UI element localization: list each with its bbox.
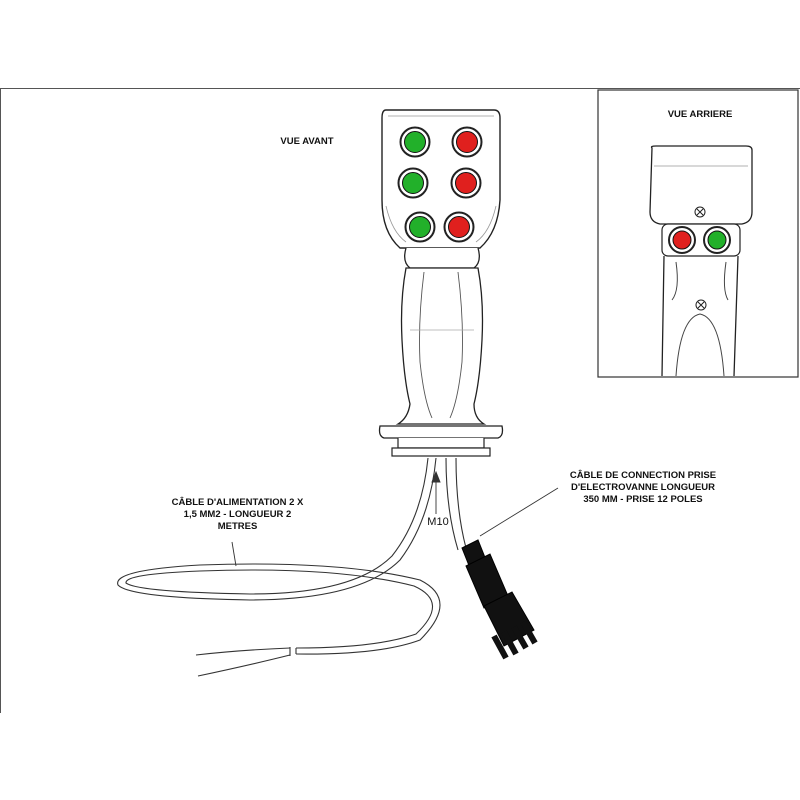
power-cable-label-line-2: 1,5 MM2 - LONGUEUR 2 [183, 509, 292, 520]
power-wire-2 [197, 654, 291, 677]
connector-12-poles [461, 539, 538, 660]
front-green-button-5 [409, 216, 431, 238]
frame-top-border [0, 88, 800, 89]
power-cable-sheath-end [289, 647, 297, 656]
connection-cable-label: CÂBLE DE CONNECTION PRISE D'ELECTROVANNE… [548, 470, 738, 506]
connector-pins [491, 620, 538, 660]
front-grip [395, 267, 487, 425]
rear-bottom-screw-cross [697, 301, 705, 309]
m10-arrow-icon [431, 470, 441, 483]
connection-cable-label-line-2: D'ELECTROVANNE LONGUEUR [570, 482, 716, 493]
power-cable-inner [125, 457, 433, 649]
rear-head [649, 145, 753, 225]
front-green-button-3 [402, 172, 424, 194]
front-base-collar [397, 438, 485, 449]
rear-view-label: VUE ARRIERE [667, 109, 733, 120]
connection-cable-outer [455, 457, 467, 549]
connection-cable-leader [479, 487, 559, 537]
front-red-button-4 [455, 172, 477, 194]
rear-grip-outline [661, 255, 739, 377]
front-neck [404, 247, 480, 269]
rear-view-inset [597, 89, 799, 378]
front-green-button-1 [404, 131, 426, 153]
power-cable-label: CÂBLE D'ALIMENTATION 2 X 1,5 MM2 - LONGU… [150, 497, 325, 533]
front-base-ring [391, 447, 491, 457]
front-grip-contour [419, 271, 463, 419]
frame-left-border [0, 88, 1, 713]
front-view-label: VUE AVANT [280, 136, 334, 147]
connector-housing [483, 591, 535, 647]
power-cable-label-line-1: CÂBLE D'ALIMENTATION 2 X [171, 497, 304, 508]
connection-cable-inner [445, 457, 459, 551]
rear-top-screw-cross [696, 208, 704, 216]
thread-label: M10 [427, 516, 449, 528]
front-head-edge [385, 115, 497, 243]
power-cable-label-line-3: METRES [217, 521, 258, 532]
rear-grip-arch [675, 313, 725, 377]
front-red-button-2 [456, 131, 478, 153]
front-view-joystick [378, 109, 504, 457]
power-wire-1 [195, 647, 291, 656]
power-cable-outer [117, 457, 441, 655]
connection-cable-label-line-3: 350 MM - PRISE 12 POLES [583, 494, 703, 505]
power-cable-leader [231, 541, 237, 567]
front-red-button-6 [448, 216, 470, 238]
leader-lines [231, 470, 559, 567]
rear-grip-contour [671, 261, 729, 301]
rear-green-button-2 [707, 230, 727, 250]
connection-cable-label-line-1: CÂBLE DE CONNECTION PRISE [569, 470, 717, 481]
rear-red-button-1 [672, 230, 692, 250]
cables [117, 457, 467, 677]
front-base-flange [378, 425, 504, 439]
